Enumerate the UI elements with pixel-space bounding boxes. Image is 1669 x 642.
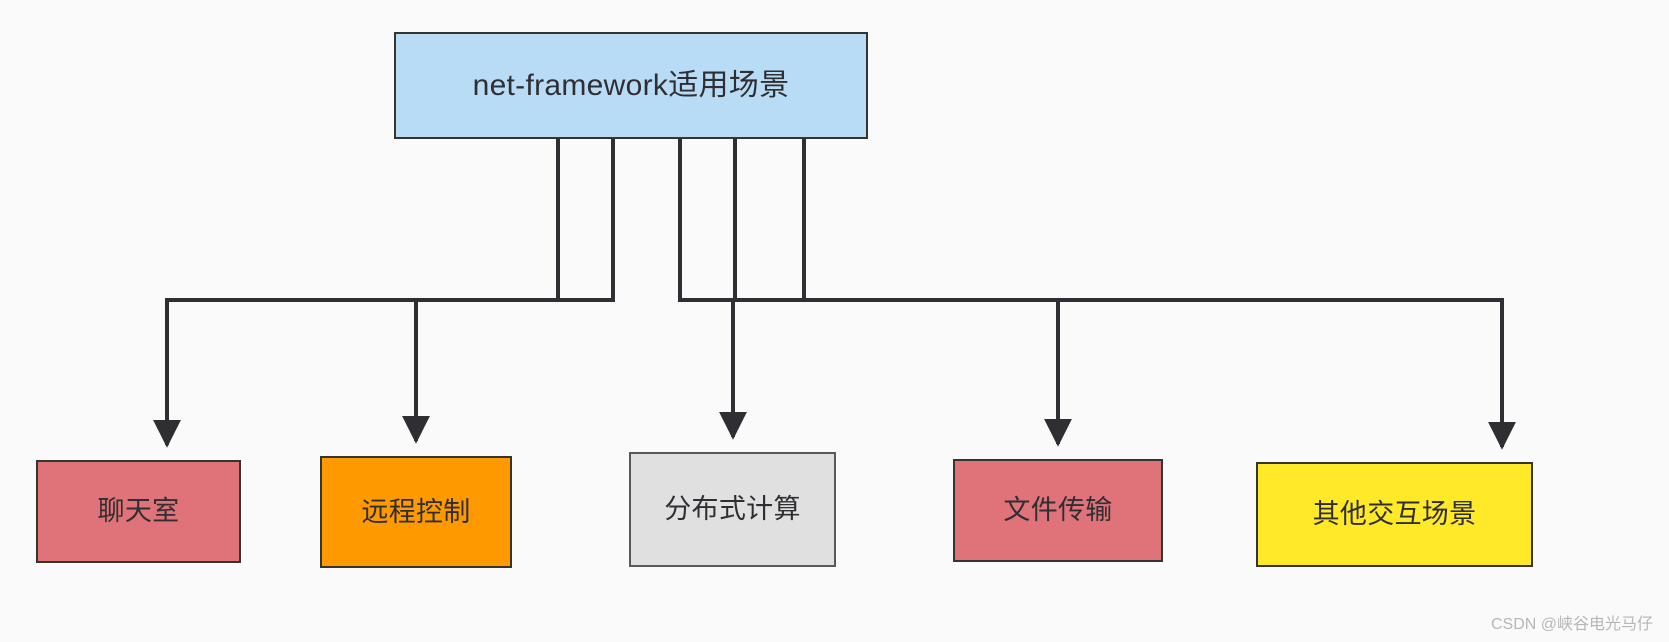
watermark: CSDN @峡谷电光马仔 xyxy=(1490,616,1653,633)
node-file-transfer-label: 文件传输 xyxy=(1003,495,1113,526)
node-distributed-computing-label: 分布式计算 xyxy=(664,494,801,525)
node-file-transfer[interactable]: 文件传输 xyxy=(953,459,1163,562)
edge-root-to-chat-room xyxy=(153,139,560,448)
node-chat-room[interactable]: 聊天室 xyxy=(36,460,241,563)
node-remote-control-label: 远程控制 xyxy=(361,496,471,527)
node-distributed-computing[interactable]: 分布式计算 xyxy=(629,452,836,567)
node-other-interactive-scenarios[interactable]: 其他交互场景 xyxy=(1256,462,1533,567)
edge-root-to-distributed-computing xyxy=(678,139,747,440)
edge-root-to-other-interactive-scenarios xyxy=(802,139,1516,450)
edge-root-to-remote-control xyxy=(402,139,615,444)
node-other-interactive-scenarios-label: 其他交互场景 xyxy=(1312,499,1477,530)
node-root[interactable]: net-framework适用场景 xyxy=(394,32,868,139)
node-chat-room-label: 聊天室 xyxy=(97,496,180,527)
node-root-label: net-framework适用场景 xyxy=(472,68,790,102)
edge-root-to-file-transfer xyxy=(733,139,1072,447)
node-remote-control[interactable]: 远程控制 xyxy=(320,456,512,568)
